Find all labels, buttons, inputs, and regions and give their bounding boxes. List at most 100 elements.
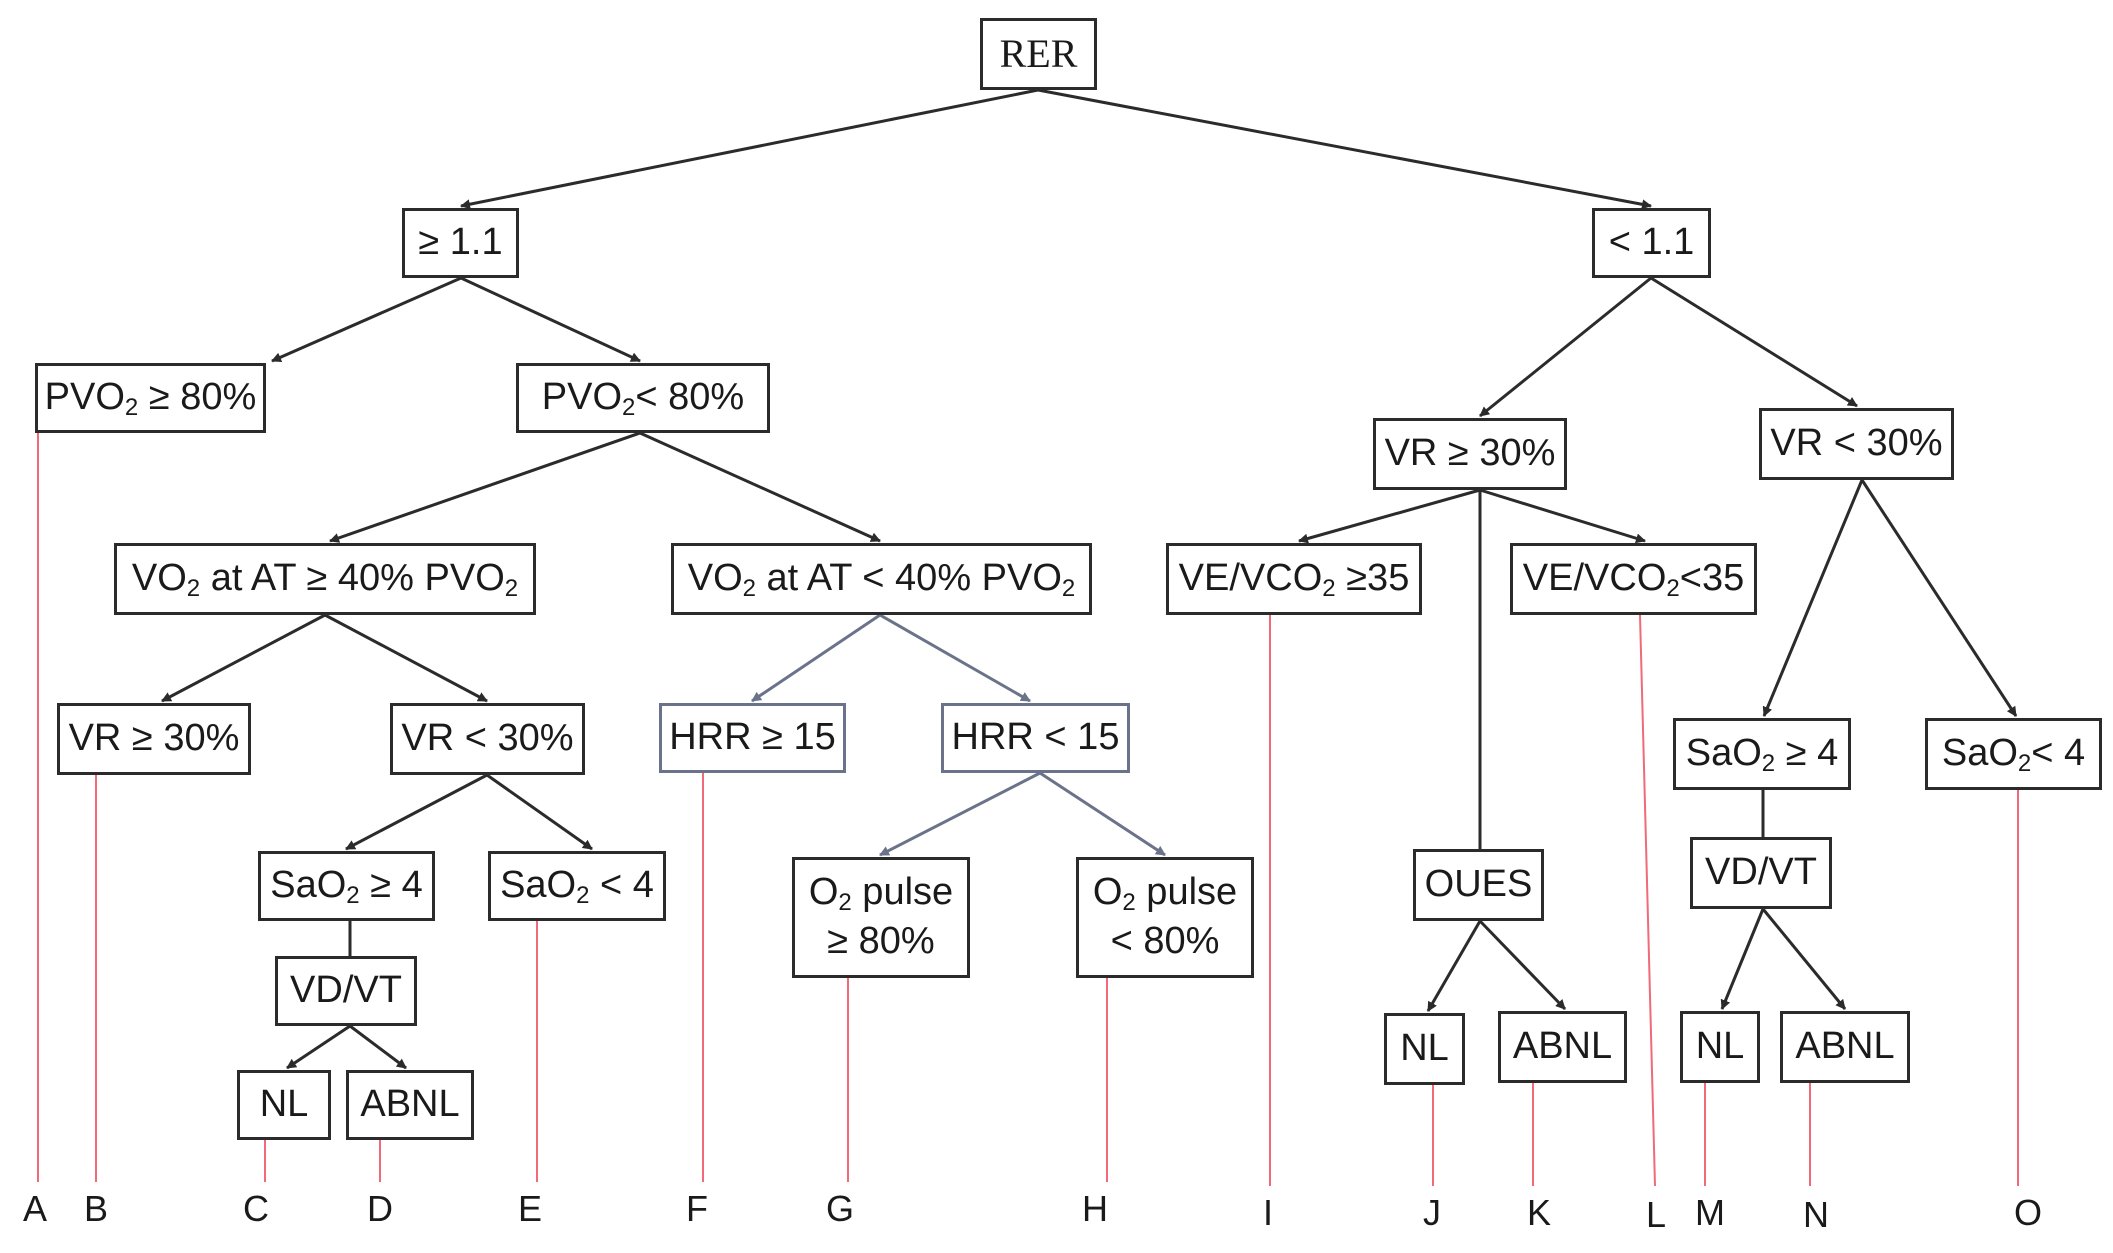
connector-arrow — [1479, 276, 1652, 418]
connector-arrow — [1479, 488, 1646, 544]
node-vr-lt-30-right-label: VR < 30% — [1770, 422, 1943, 465]
connector-arrow — [1761, 908, 1847, 1010]
node-ve-vco2-ge-35-label: VE/VCO2 ≥35 — [1178, 556, 1410, 602]
node-rer-ge-1-1-label: ≥ 1.1 — [418, 221, 503, 264]
node-vr-ge-30-right: VR ≥ 30% — [1373, 418, 1567, 490]
connector-arrow — [1037, 88, 1652, 210]
node-sao2-lt-4-left: SaO2 < 4 — [488, 851, 666, 921]
node-sao2-ge-4-left-label: SaO2 ≥ 4 — [270, 863, 423, 909]
leaf-label-l: L — [1645, 1194, 1667, 1235]
node-pvo2-ge-80-label: PVO2 ≥ 80% — [44, 375, 257, 421]
connector-arrow — [1426, 920, 1482, 1012]
node-hrr-lt-15: HRR < 15 — [941, 703, 1130, 773]
node-vr-lt-30-left: VR < 30% — [390, 703, 585, 775]
connector-arrow — [879, 771, 1041, 857]
node-ve-vco2-lt-35-label: VE/VCO2<35 — [1522, 556, 1745, 602]
leaf-label-b: B — [83, 1188, 108, 1229]
node-vd-vt-left: VD/VT — [275, 956, 417, 1026]
node-o2-pulse-ge-80: O2 pulse≥ 80% — [792, 857, 970, 978]
leaf-label-k: K — [1526, 1192, 1551, 1233]
connector-arrow — [1478, 919, 1567, 1011]
node-vr-ge-30-right-label: VR ≥ 30% — [1384, 432, 1556, 475]
node-pvo2-lt-80: PVO2< 80% — [516, 363, 770, 433]
node-rer-lt-1-1: < 1.1 — [1592, 208, 1711, 278]
leaf-label-e: E — [517, 1188, 542, 1229]
node-vo2-at-ge-40-label: VO2 at AT ≥ 40% PVO2 — [131, 556, 519, 602]
node-vd-vt-right: VD/VT — [1690, 837, 1832, 909]
node-pvo2-lt-80-label: PVO2< 80% — [541, 375, 745, 421]
node-vo2-at-lt-40: VO2 at AT < 40% PVO2 — [671, 543, 1092, 615]
node-rer-ge-1-1: ≥ 1.1 — [402, 208, 519, 278]
leaf-label-o: O — [2013, 1192, 2042, 1233]
node-rer-label: RER — [999, 31, 1078, 76]
connector-arrow — [1039, 771, 1166, 857]
node-vr-ge-30-left-label: VR ≥ 30% — [68, 717, 240, 760]
node-nl-right-2: NL — [1680, 1011, 1760, 1083]
leaf-label-n: N — [1803, 1194, 1829, 1235]
node-nl-left-label: NL — [259, 1083, 309, 1126]
node-abnl-right-1: ABNL — [1498, 1011, 1627, 1083]
connector-arrow — [349, 1024, 407, 1070]
node-oues-label: OUES — [1424, 863, 1533, 906]
node-sao2-ge-4-left: SaO2 ≥ 4 — [258, 851, 435, 921]
connector-arrow — [286, 1024, 351, 1070]
leaf-label-h: H — [1082, 1188, 1108, 1229]
node-oues: OUES — [1413, 849, 1544, 921]
connector-arrow — [879, 613, 1031, 703]
leaf-label-f: F — [686, 1188, 708, 1229]
leader-line — [1639, 614, 1656, 1187]
leaf-label-j: J — [1423, 1192, 1441, 1233]
node-rer-lt-1-1-label: < 1.1 — [1608, 221, 1695, 264]
connector-arrow — [1650, 276, 1858, 408]
node-vr-ge-30-left: VR ≥ 30% — [57, 703, 251, 775]
node-sao2-ge-4-right: SaO2 ≥ 4 — [1673, 718, 1851, 790]
leaf-label-c: C — [243, 1188, 269, 1229]
node-vd-vt-right-label: VD/VT — [1705, 851, 1817, 894]
connector-arrow — [460, 88, 1039, 210]
leaf-label-g: G — [825, 1188, 854, 1229]
connector-arrow — [345, 773, 488, 851]
connector-arrow — [1720, 908, 1765, 1010]
connector-arrow — [1762, 479, 1864, 717]
node-abnl-left-label: ABNL — [360, 1083, 460, 1126]
node-rer: RER — [980, 18, 1097, 90]
connector-arrow — [751, 613, 881, 703]
connector-arrow — [329, 431, 641, 543]
node-nl-right-2-label: NL — [1695, 1025, 1745, 1068]
node-vo2-at-ge-40: VO2 at AT ≥ 40% PVO2 — [114, 543, 536, 615]
node-o2-pulse-lt-80-label: O2 pulse< 80% — [1092, 871, 1238, 963]
leaf-label-i: I — [1262, 1192, 1273, 1233]
leaf-label-m: M — [1695, 1192, 1725, 1233]
node-abnl-left: ABNL — [346, 1070, 474, 1140]
node-nl-right-1-label: NL — [1400, 1027, 1449, 1070]
node-abnl-right-1-label: ABNL — [1512, 1025, 1613, 1068]
node-abnl-right-2: ABNL — [1780, 1011, 1910, 1083]
node-sao2-lt-4-right: SaO2< 4 — [1925, 718, 2102, 790]
node-hrr-ge-15-label: HRR ≥ 15 — [669, 716, 836, 759]
node-sao2-ge-4-right-label: SaO2 ≥ 4 — [1685, 731, 1839, 777]
connector-arrow — [486, 773, 593, 851]
connector-arrow — [1860, 479, 2018, 717]
node-hrr-ge-15: HRR ≥ 15 — [659, 703, 846, 773]
node-o2-pulse-ge-80-label: O2 pulse≥ 80% — [808, 871, 954, 963]
node-ve-vco2-ge-35: VE/VCO2 ≥35 — [1166, 543, 1422, 615]
node-sao2-lt-4-right-label: SaO2< 4 — [1941, 731, 2086, 777]
leaf-label-d: D — [367, 1188, 393, 1229]
node-sao2-lt-4-left-label: SaO2 < 4 — [500, 863, 654, 909]
leaf-label-a: A — [22, 1188, 47, 1229]
node-hrr-lt-15-label: HRR < 15 — [951, 716, 1120, 759]
connector-arrow — [271, 276, 462, 363]
connector-arrow — [324, 613, 488, 703]
node-pvo2-ge-80: PVO2 ≥ 80% — [35, 363, 266, 433]
connector-arrow — [1298, 488, 1481, 544]
node-vr-lt-30-right: VR < 30% — [1759, 408, 1954, 480]
node-vd-vt-left-label: VD/VT — [290, 969, 402, 1012]
connector-arrow — [460, 276, 641, 363]
node-nl-left: NL — [237, 1070, 331, 1140]
node-nl-right-1: NL — [1384, 1013, 1465, 1085]
connector-arrow — [639, 431, 881, 543]
node-vr-lt-30-left-label: VR < 30% — [401, 717, 574, 760]
connector-arrow — [161, 613, 326, 703]
